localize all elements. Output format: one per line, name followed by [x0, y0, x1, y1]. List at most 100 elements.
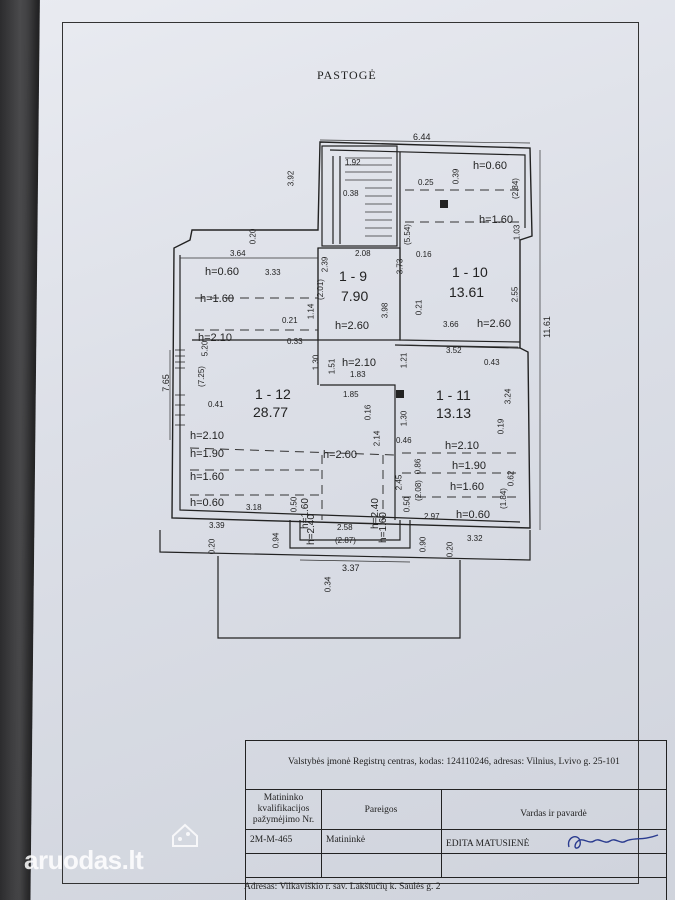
- dim: 0.46: [396, 436, 412, 445]
- dim: 3.18: [246, 503, 262, 512]
- dim-bottom-width: 3.37: [342, 563, 360, 573]
- signature-icon: [567, 834, 659, 849]
- height-mark: h=1.60: [479, 214, 513, 226]
- license-number: 2M-M-465: [250, 835, 293, 845]
- dim: 2.97: [424, 512, 440, 521]
- dim: 0.62: [506, 470, 516, 487]
- dim: 0.25: [418, 178, 434, 187]
- chimney-icon: [440, 200, 448, 208]
- dim: 0.20: [207, 538, 217, 555]
- dim: 1.85: [343, 390, 359, 399]
- room-1-11-id: 1 - 11: [436, 387, 471, 403]
- room-1-12-id: 1 - 12: [255, 386, 291, 402]
- height-mark: h=0.60: [473, 160, 507, 172]
- dim: 2.08: [355, 249, 371, 258]
- dim: 2.14: [372, 430, 382, 447]
- dim: 1.51: [327, 358, 337, 375]
- dim: 3.92: [286, 170, 296, 187]
- height-mark: h=1.60: [200, 293, 234, 305]
- dim: 1.21: [399, 352, 409, 369]
- col-name-header: Vardas ir pavardė: [520, 809, 587, 819]
- surveyor-role: Matininkė: [326, 835, 366, 845]
- dim: (2.84): [510, 178, 520, 199]
- height-mark: h=2.10: [198, 332, 232, 344]
- house-icon: [172, 823, 198, 847]
- dim: (2.08): [413, 480, 423, 501]
- height-mark: h=0.60: [190, 497, 224, 509]
- dim: 0.94: [271, 532, 281, 549]
- dim: 0.19: [496, 418, 506, 435]
- dim: 0.21: [414, 299, 424, 316]
- height-mark: h=1.60: [377, 512, 389, 543]
- dim-top-width: 6.44: [413, 132, 431, 142]
- height-mark: h=0.60: [205, 266, 239, 278]
- surveyor-name: EDITA MATUSIENĖ: [446, 839, 530, 849]
- room-1-10-id: 1 - 10: [452, 264, 488, 280]
- dim: 0.41: [208, 400, 224, 409]
- dim: 3.39: [209, 521, 225, 530]
- title-block-header: Valstybės įmonė Registrų centras, kodas:…: [288, 757, 620, 767]
- height-mark: h=1.60: [450, 481, 484, 493]
- height-mark: h=2.10: [190, 430, 224, 442]
- height-mark: h=2.40: [305, 514, 317, 545]
- height-mark: h=2.10: [445, 440, 479, 452]
- dim: (2.01): [315, 279, 325, 300]
- dim: 3.64: [230, 249, 246, 258]
- dim: 3.52: [446, 346, 462, 355]
- dim: 2.58: [337, 523, 353, 532]
- dim: 0.16: [363, 404, 373, 421]
- height-mark: h=1.90: [190, 448, 224, 460]
- dim: 0.39: [451, 168, 461, 185]
- dim: 0.50: [402, 496, 412, 513]
- room-1-9-area: 7.90: [341, 288, 369, 304]
- dim: 0.16: [416, 250, 432, 259]
- dim: 3.73: [395, 258, 405, 275]
- dim: 0.86: [413, 458, 423, 475]
- dim: 1.83: [350, 370, 366, 379]
- dim: 3.98: [380, 302, 390, 319]
- room-1-9-id: 1 - 9: [339, 268, 368, 284]
- dim: 3.66: [443, 320, 459, 329]
- address: Adresas: Vilkaviškio r. sav. Lakštučių k…: [244, 882, 441, 892]
- dim: 1.03: [512, 224, 522, 241]
- height-mark: h=2.10: [342, 357, 376, 369]
- dim-right-height: 11.61: [541, 316, 552, 338]
- dim: 0.21: [282, 316, 298, 325]
- dim: (2.87): [335, 536, 356, 545]
- height-mark: h=1.60: [190, 471, 224, 483]
- dim: 0.43: [484, 358, 500, 367]
- title-block: Valstybės įmonė Registrų centras, kodas:…: [244, 740, 667, 900]
- dim: 0.38: [343, 189, 359, 198]
- dim: 0.20: [248, 228, 258, 245]
- dim: 2.55: [510, 286, 520, 303]
- dim-left-height: 7.65: [160, 374, 171, 392]
- watermark-text: aruodas.lt: [24, 845, 144, 875]
- dim: 0.50: [289, 496, 299, 513]
- height-mark: h=2.60: [477, 318, 511, 330]
- dim: 2.39: [320, 256, 330, 273]
- col-role-header: Pareigos: [364, 805, 398, 815]
- dim: 1.30: [311, 354, 321, 371]
- dim: 0.34: [323, 576, 333, 593]
- chimney-icon-2: [396, 390, 404, 398]
- height-mark: h=2.00: [323, 449, 357, 461]
- dim: 1.92: [345, 158, 361, 167]
- room-1-12-area: 28.77: [253, 404, 289, 420]
- dim: 3.32: [467, 534, 483, 543]
- height-mark: h=2.60: [335, 320, 369, 332]
- dim: 3.33: [265, 268, 281, 277]
- plan-title: PASTOGĖ: [317, 68, 377, 82]
- room-1-10-area: 13.61: [449, 284, 485, 300]
- dim: (7.25): [196, 366, 206, 387]
- dim: 3.24: [503, 388, 513, 405]
- col-license-header: Matininko kvalifikacijos pažymėjimo Nr.: [252, 793, 315, 825]
- room-1-11-area: 13.13: [436, 405, 472, 421]
- dim: (1.84): [498, 488, 508, 509]
- dim: (5.54): [402, 224, 412, 245]
- dim: 0.33: [287, 337, 303, 346]
- dim: 0.90: [418, 536, 428, 553]
- height-mark: h=0.60: [456, 509, 490, 521]
- dim: 0.20: [445, 541, 455, 558]
